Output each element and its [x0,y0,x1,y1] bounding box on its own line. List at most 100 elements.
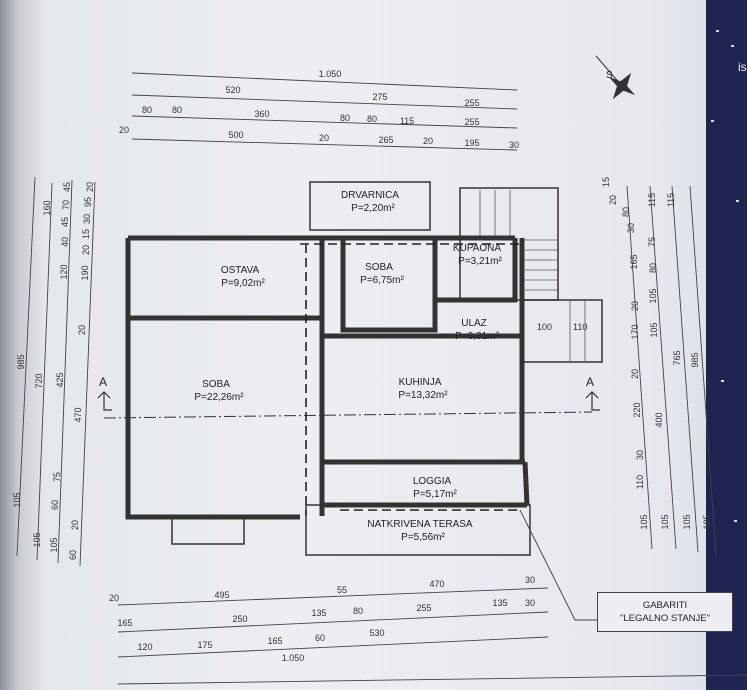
room-name: SOBA [202,379,230,390]
dimension-label-right: 170 [630,324,640,339]
dimension-label-right: 105 [702,514,712,529]
dimension-label-right: 105 [660,514,670,529]
dimension-label-left: 40 [60,237,70,247]
room-area: P=3,21m² [458,256,502,267]
dimension-label-left: 190 [80,265,90,280]
dimension-label-right: 985 [690,352,700,367]
dimension-label-left: 470 [73,407,83,422]
dimension-label-top: 20 [119,125,129,135]
section-line [103,411,593,419]
room-name: NATKRIVENA TERASA [367,519,473,530]
binder-edge [706,0,747,690]
legal-outline [300,243,520,515]
room-name: KUHINJA [399,377,442,388]
dimension-label-left: 75 [52,472,62,482]
dimension-label-left: 160 [42,200,52,215]
dimension-label-right: 20 [608,195,618,205]
dimension-label-bottom: 135 [492,598,507,608]
dimension-label-right: 110 [635,475,645,489]
dimension-label-left: 60 [50,500,60,510]
dimension-label-bottom: 530 [369,628,384,638]
dimension-label-left: 425 [55,372,65,387]
section-label-left: A [99,375,107,389]
dimension-label-right: 80 [648,263,658,273]
dimension-label-left: 60 [68,550,78,560]
room-area: P=2,20m² [351,203,395,214]
dimension-label-left: 15 [81,229,91,239]
dimension-label-left: 20 [85,182,95,192]
dimension-label-left: 720 [34,373,44,388]
dimension-label-right: 75 [647,237,657,247]
dimension-label-right: 15 [601,177,611,187]
dimension-label-top: 360 [254,109,269,119]
dimension-label-right: 115 [666,193,676,207]
dimension-label-top: 255 [464,117,479,127]
room-area: P=9,02m² [221,278,265,289]
room-area: P=3,31m² [455,331,499,342]
dimension-label-bottom: 165 [117,618,132,628]
room-name: ULAZ [461,318,487,329]
stair-dim: 100 [537,322,552,332]
dimension-label-bottom: 120 [137,642,152,652]
dimension-label-right: 115 [647,193,657,207]
dimension-label-top: 20 [319,133,329,143]
dimension-label-top: 275 [372,92,387,102]
dimension-label-top: 500 [228,130,243,140]
dimension-label-left: 20 [81,245,91,255]
dimension-label-top: 20 [423,136,433,146]
dimension-label-right: 105 [649,322,659,337]
dimension-label-right: 20 [630,301,640,311]
edge-text-fragment: is [738,60,747,74]
dimension-label-right: 400 [654,412,664,427]
dimension-label-bottom: 470 [429,579,444,589]
stairs [479,190,586,362]
binder-speck [716,30,719,32]
legend-subtitle: "LEGALNO STANJE" [620,613,710,624]
dimension-label-right: 105 [648,288,658,303]
section-arrow-left [97,391,112,411]
leader-line [519,509,597,621]
dimension-label-bottom: 55 [337,585,347,595]
room-name: OSTAVA [221,265,260,276]
dimension-label-left: 20 [70,520,80,530]
dimension-label-right: 30 [635,450,645,460]
dimension-label-bottom: 250 [232,614,247,624]
dimension-label-bottom: 165 [267,636,282,646]
dimension-label-right: 105 [682,514,692,529]
dimension-label-right: 105 [639,514,649,529]
dimension-label-top: 80 [142,105,152,115]
dimension-label-bottom: 255 [416,603,431,613]
binder-speck [721,380,724,382]
dimension-lines [16,72,747,685]
dimension-label-top: 265 [378,135,393,145]
compass-label: S [606,70,613,81]
stair-dim: 110 [573,322,587,332]
dimension-label-bottom: 80 [353,606,363,616]
walls [125,235,530,520]
dimension-label-left: 20 [77,325,87,335]
dimension-label-left: 105 [49,537,59,552]
dimension-label-left: 30 [82,214,92,224]
section-label-right: A [586,375,594,389]
room-name: SOBA [365,262,393,273]
legend-box: GABARITI "LEGALNO STANJE" [597,592,733,632]
room-name: LOGGIA [413,476,452,487]
dimension-label-left: 45 [62,182,72,192]
dimension-label-top: 80 [172,105,182,115]
dimension-label-bottom: 30 [525,598,535,608]
dimension-label-left: 105 [12,492,22,507]
binder-speck [734,520,737,522]
room-area: P=22,26m² [194,392,244,403]
binder-speck [736,200,739,202]
room-area: P=6,75m² [360,275,404,286]
dimension-label-right: 220 [632,402,642,417]
dimension-label-bottom: 495 [214,590,229,600]
binder-speck [731,45,734,47]
dimension-label-left: 120 [59,264,69,279]
dimension-label-top: 80 [340,113,350,123]
binder-speck [711,120,714,122]
dimension-label-bottom: 60 [315,633,325,643]
dimension-label-left: 95 [83,197,93,207]
dimension-label-right: 765 [672,350,682,365]
dimension-label-left: 70 [61,200,71,210]
